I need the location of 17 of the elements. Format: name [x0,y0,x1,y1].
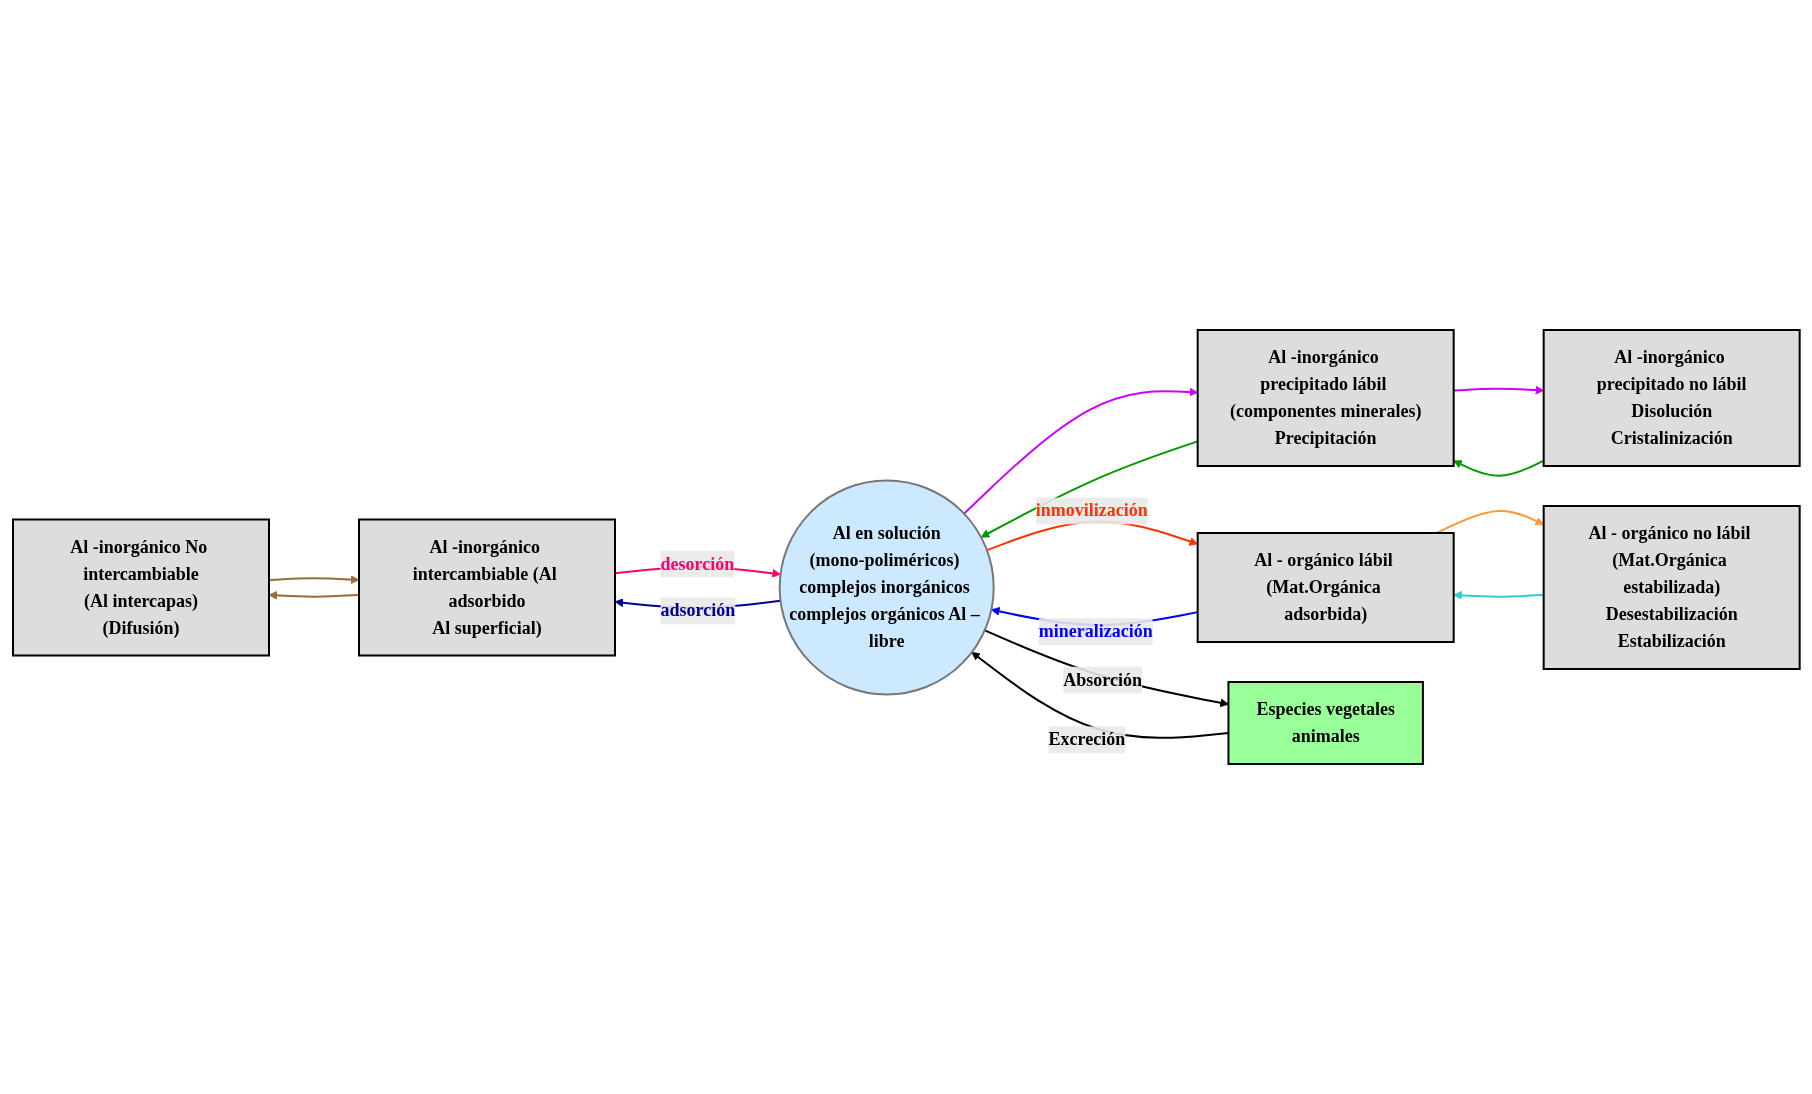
edge-label: Absorción [1062,669,1142,690]
edge-label: desorción [660,553,734,574]
node-box: Al - orgánico no lábil (Mat.Orgánica estabilizada) Desestabilización Estabilización [1542,505,1801,670]
edge-label: adsorción [660,600,735,621]
node-box: Al -inorgánico intercambiable (Al adsorbido Al superficial) [357,518,616,657]
edge-label: mineralización [1038,621,1153,642]
node-box: Al -inorgánico precipitado lábil (componentes minerales) Precipitación [1196,329,1455,467]
node-box: Al -inorgánico No intercambiable (Al intercapas) (Difusión) [11,518,270,657]
edge-label: Excreción [1048,729,1125,750]
node-box: Al -inorgánico precipitado no lábil Disolución Cristalinización [1542,329,1801,467]
arrow [962,387,1198,515]
node-circle: Al en solución (mono-poliméricos) complejos inorgánicos complejos orgánicos Al – libre [778,479,995,696]
node-box: Al - orgánico lábil (Mat.Orgánica adsorbida) [1196,532,1455,643]
node-box: Especies vegetales animales [1227,681,1424,765]
edge-label: inmovilización [1035,500,1148,521]
arrow [1435,509,1544,534]
arrow [983,629,1229,708]
